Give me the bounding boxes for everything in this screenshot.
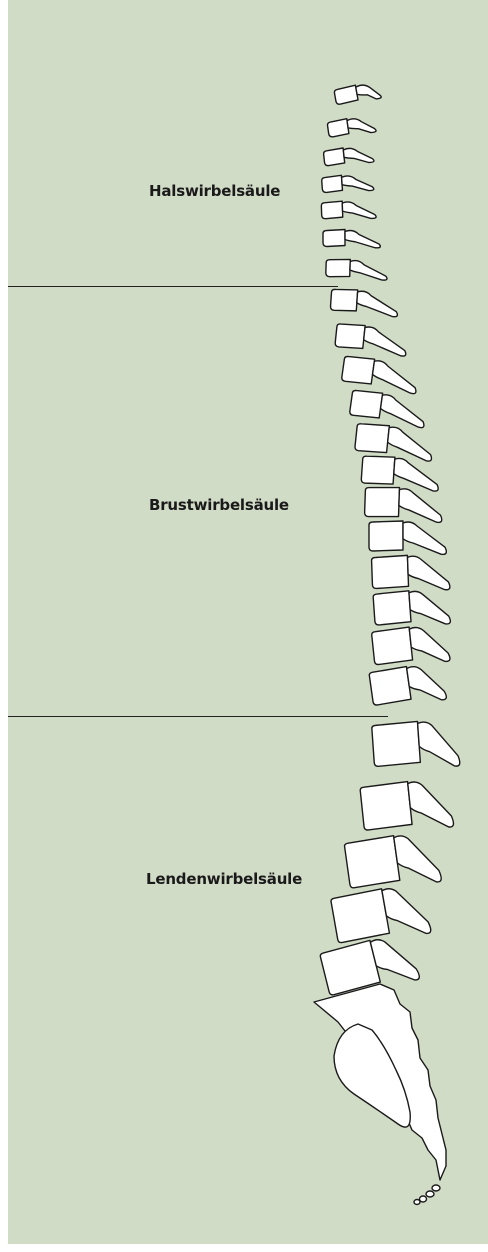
cervical-vertebra — [326, 259, 388, 281]
thoracic-vertebra — [369, 521, 446, 554]
thoracic-vertebra — [373, 588, 451, 629]
thoracic-vertebra — [364, 486, 442, 522]
cervical-vertebra — [321, 200, 376, 220]
spine-illustration — [8, 0, 488, 1244]
cervical-vertebra — [334, 81, 382, 106]
spine-diagram-panel: Halswirbelsäule Brustwirbelsäule Lendenw… — [8, 0, 488, 1244]
thoracic-vertebra — [335, 323, 409, 357]
lumbar-vertebra — [330, 882, 431, 949]
lumbar-vertebrae — [319, 719, 460, 1001]
thoracic-vertebra — [371, 554, 450, 592]
thoracic-vertebra — [349, 389, 428, 428]
thoracic-vertebra — [341, 355, 420, 394]
cervical-vertebra — [327, 115, 376, 139]
coccyx — [414, 1185, 440, 1205]
lumbar-vertebra — [372, 719, 460, 772]
thoracic-vertebra — [369, 662, 447, 710]
lumbar-vertebra — [360, 777, 454, 836]
lumbar-vertebra — [344, 830, 442, 894]
cervical-vertebra — [323, 145, 374, 167]
thoracic-vertebra — [330, 288, 399, 317]
cervical-vertebrae — [321, 81, 387, 280]
thoracic-vertebra — [371, 623, 450, 669]
thoracic-vertebrae — [330, 288, 450, 709]
cervical-vertebra — [323, 230, 380, 248]
cervical-vertebra — [321, 173, 373, 194]
